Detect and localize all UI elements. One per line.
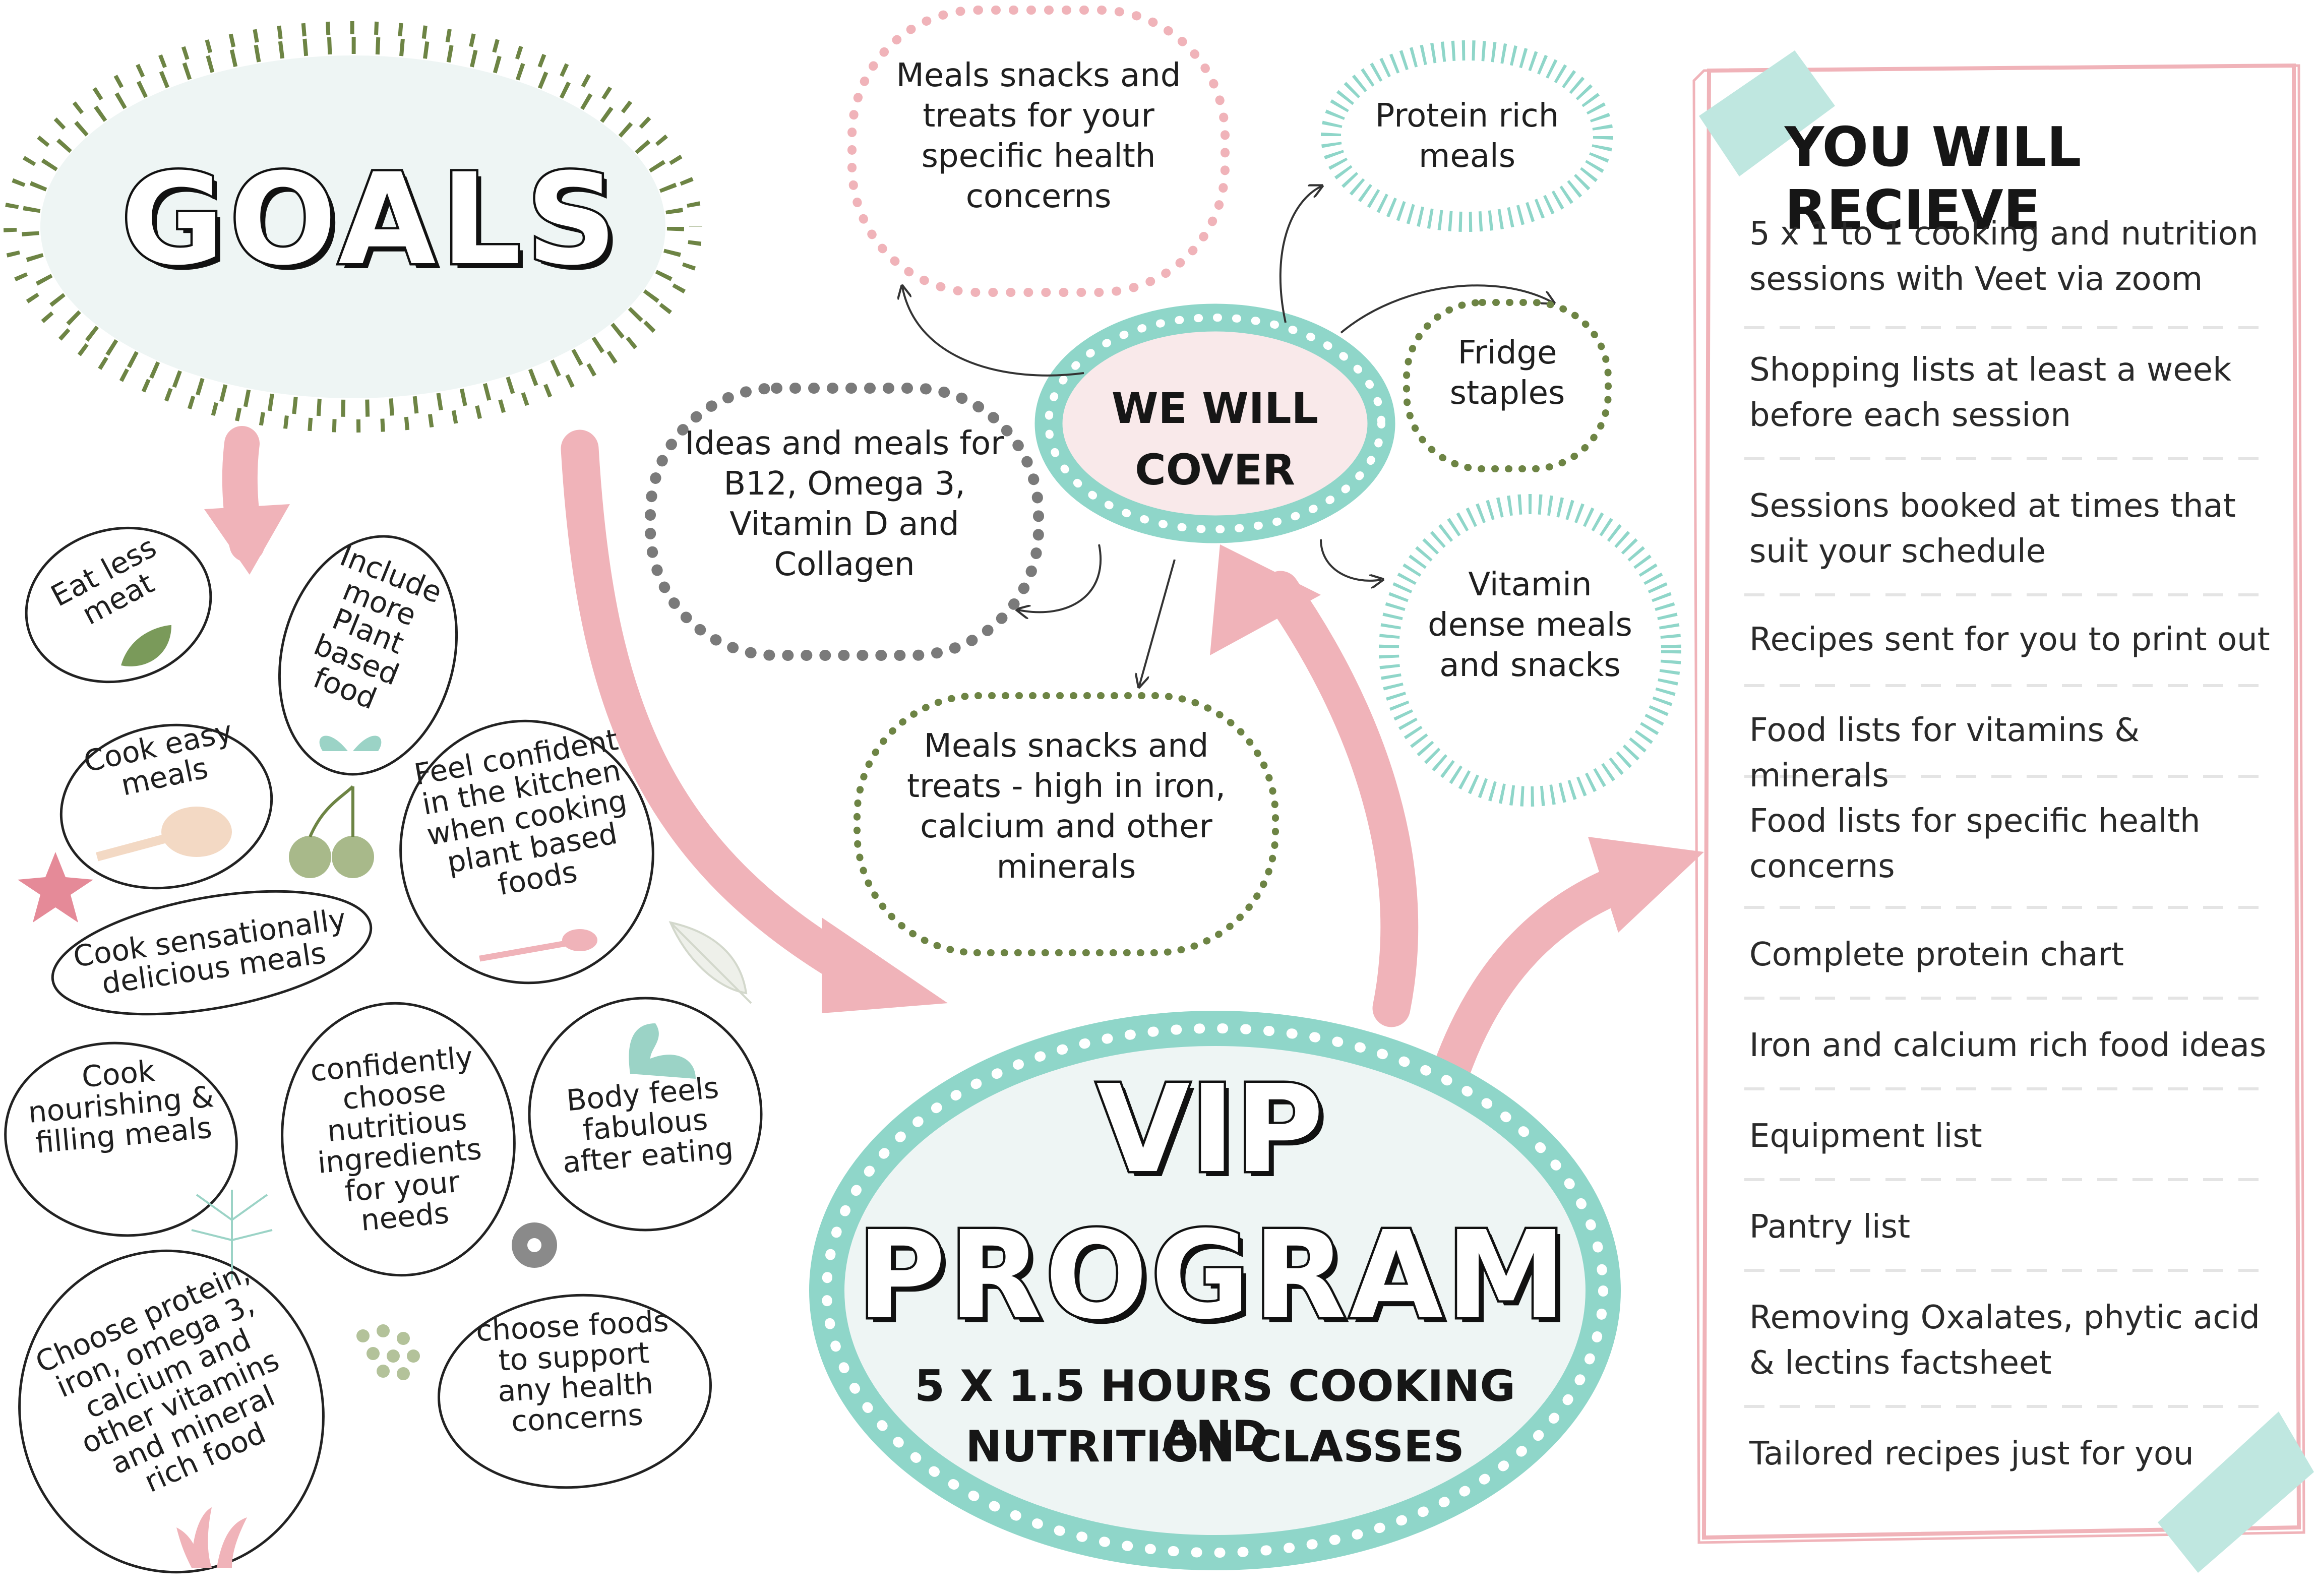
- receive-item-2: Shopping lists at least a week before ea…: [1749, 351, 2232, 434]
- goal-choose-nutritious: confidently choose nutritious ingredient…: [309, 1039, 483, 1238]
- receive-item-12: Tailored recipes just for you: [1749, 1435, 2194, 1472]
- goals-cloud: [4, 21, 702, 433]
- goal-bubbles: [4, 526, 763, 1574]
- seeds-icon: [356, 1324, 420, 1380]
- measuring-spoon-icon: [96, 807, 232, 862]
- leaf-outline-icon: [668, 921, 752, 1004]
- goal-bubble-5: [51, 890, 373, 1016]
- receive-item-7: Complete protein chart: [1749, 936, 2124, 973]
- cherries-icon: [289, 785, 374, 878]
- topic-b12-omega: Ideas and meals for B12, Omega 3, Vitami…: [685, 425, 1004, 583]
- goal-choose-foods-health: choose foods to support any health conce…: [475, 1304, 669, 1439]
- we-will-cover-label: WE WILL COVER: [1089, 378, 1341, 501]
- goal-bubble-7: [281, 1002, 516, 1277]
- we-will-cover-blob: [1034, 303, 1395, 543]
- vip-subtitle-line-2: NUTRITION CLASSES: [965, 1422, 1465, 1472]
- topic-cloud-vitamin: [1379, 494, 1681, 807]
- vip-to-receive-arrow: [1433, 837, 1704, 1088]
- tape-top-left: [1699, 50, 1835, 176]
- receive-item-8: Iron and calcium rich food ideas: [1749, 1027, 2267, 1064]
- goal-bubble-4: [399, 719, 654, 985]
- goal-bubble-3: [59, 723, 273, 890]
- vip-to-cover-arrow: [1210, 544, 1419, 1027]
- tape-bottom-right: [2158, 1411, 2314, 1573]
- flexed-arm-icon: [629, 1023, 696, 1079]
- goals-to-vip-arrow: [561, 429, 948, 1013]
- starfish-icon: [18, 852, 93, 923]
- receive-item-10: Pantry list: [1749, 1208, 1911, 1246]
- goals-down-arrow: [204, 426, 290, 575]
- goal-bubble-1: [25, 526, 212, 684]
- receive-panel: [1692, 50, 2314, 1573]
- goal-bubble-8: [528, 997, 763, 1232]
- goal-bubble-9: [18, 1249, 325, 1574]
- vip-title-line-1: VIP: [1094, 1057, 1326, 1202]
- receive-item-9: Equipment list: [1749, 1118, 1982, 1155]
- spoon-icon: [479, 929, 597, 962]
- topic-minerals: Meals snacks and treats - high in iron, …: [906, 727, 1226, 886]
- vip-title-line-2: PROGRAM: [855, 1203, 1570, 1348]
- topic-protein-rich: Protein rich meals: [1375, 97, 1559, 175]
- topic-health-concerns: Meals snacks and treats for your specifi…: [896, 57, 1181, 215]
- dill-icon: [191, 1190, 273, 1280]
- sprout-icon: [319, 735, 382, 751]
- goal-cook-nourishing: Cook nourishing & filling meals: [27, 1054, 215, 1160]
- topic-cloud-protein: [1321, 40, 1613, 232]
- vip-cloud: [809, 1011, 1621, 1570]
- we-will-cover-line-2: COVER: [1135, 445, 1295, 495]
- receive-item-6: Food lists for specific health concerns: [1749, 803, 2201, 885]
- receive-item-5: Food lists for vitamins & minerals: [1749, 712, 2140, 794]
- cover-connectors: [902, 187, 1553, 686]
- topic-vitamin-dense: Vitamin dense meals and snacks: [1428, 566, 1632, 684]
- topic-cloud-health: [847, 6, 1230, 297]
- grass-icon: [176, 1507, 247, 1568]
- topic-fridge-staples: Fridge staples: [1449, 334, 1565, 412]
- topic-cloud-fridge: [1403, 299, 1612, 472]
- goals-title: GOALS: [119, 144, 622, 295]
- receive-title: YOU WILL RECIEVE: [1785, 116, 2082, 242]
- goal-body-feels-fabulous: Body feels fabulous after eating: [561, 1070, 735, 1180]
- receive-item-11: Removing Oxalates, phytic acid & lectins…: [1749, 1299, 2260, 1382]
- leaf-icon: [121, 625, 171, 666]
- vip-subtitle-line-1: 5 X 1.5 HOURS COOKING AND: [915, 1361, 1515, 1462]
- topic-cloud-b12: [645, 383, 1044, 661]
- we-will-cover-line-1: WE WILL: [1111, 384, 1319, 433]
- receive-item-1: 5 x 1 to 1 cooking and nutrition session…: [1749, 215, 2259, 298]
- receive-item-4: Recipes sent for you to print out: [1749, 621, 2270, 658]
- goal-bubble-6: [4, 1041, 238, 1237]
- goal-bubble-10: [438, 1294, 712, 1489]
- flower-icon: [512, 1222, 557, 1268]
- goal-bubble-2: [278, 535, 458, 776]
- receive-item-3: Sessions booked at times that suit your …: [1749, 487, 2236, 570]
